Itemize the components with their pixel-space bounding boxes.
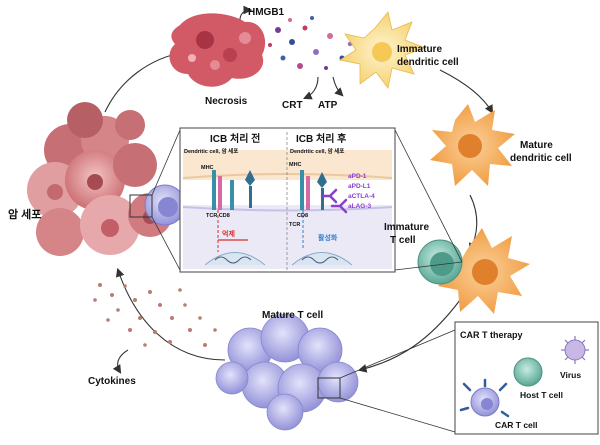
icb-after-subtitle: Dendritic cell, 암 세포 <box>290 147 344 155</box>
arrow-hmgb1 <box>239 5 253 21</box>
cancer-cell-label: 암 세포 <box>8 207 41 221</box>
mhc-right-label: MHC <box>289 162 302 168</box>
suppress-label: 억제 <box>222 229 235 238</box>
damp-particles <box>268 16 353 70</box>
mature-dc-label-line1: Mature <box>520 140 553 151</box>
car-t-cell-label: CAR T cell <box>495 420 538 430</box>
cytokine-dots <box>93 283 217 347</box>
mature-dc-label-line2: dendritic cell <box>510 153 572 164</box>
car-t-cell <box>459 378 510 418</box>
immature-t-label-line2: T cell <box>390 235 416 246</box>
immature-dendritic-cell <box>338 11 427 89</box>
arrow-idc-to-mdc <box>439 69 494 114</box>
mature-dendritic-cell <box>430 104 515 186</box>
arrow-atp <box>332 76 344 97</box>
tumor-mass <box>27 102 186 256</box>
necrosis-cell <box>169 13 266 87</box>
tcr-right-label: TCR <box>289 222 300 228</box>
immature-dc-label-line1: Immature <box>397 44 442 55</box>
car-t-panel: CAR T therapy Virus Host T cell CAR T ce… <box>454 321 599 435</box>
host-t-cell <box>513 357 543 387</box>
cytokines-label: Cytokines <box>88 376 136 387</box>
arrow-mature-to-tumor <box>115 267 226 361</box>
icb-before-title: ICB 처리 전 <box>210 132 260 145</box>
host-t-cell-label: Host T cell <box>520 390 563 400</box>
virus-icon <box>561 336 589 364</box>
crt-label: CRT <box>282 100 303 111</box>
zoom-lines <box>151 129 463 433</box>
immature-t-label-line1: Immature <box>384 222 429 233</box>
icb-before-subtitle: Dendritic cell, 암 세포 <box>184 147 238 155</box>
arrow-cytokines <box>112 349 129 374</box>
icb-panel: ICB 처리 전 ICB 처리 후 Dendritic cell, 암 세포 D… <box>179 127 396 273</box>
mature-t-cell-cluster <box>215 313 359 431</box>
immature-t-cell <box>417 239 463 285</box>
virus-label: Virus <box>560 370 581 380</box>
car-t-title: CAR T therapy <box>460 330 523 340</box>
activate-label: 활성화 <box>318 233 338 242</box>
arrow-crt <box>302 76 319 100</box>
drug-3: aCTLA-4 <box>348 193 375 200</box>
drug-1: aPD-1 <box>348 173 367 180</box>
antibody-drugs <box>320 188 348 214</box>
arrow-tcell-to-mature <box>357 299 461 373</box>
atp-label: ATP <box>318 100 338 111</box>
drug-4: aLAG-3 <box>348 203 372 210</box>
hmgb1-label: HMGB1 <box>248 7 285 18</box>
tcr-cd8-left-label: TCR CD8 <box>206 213 230 219</box>
immature-dc-label-line2: dendritic cell <box>397 57 459 68</box>
mature-t-label: Mature T cell <box>262 310 323 321</box>
necrosis-label: Necrosis <box>205 96 248 107</box>
cd8-right-label: CD8 <box>297 213 308 219</box>
mature-dendritic-cell-lower <box>438 228 530 314</box>
mhc-left-label: MHC <box>201 165 214 171</box>
icb-after-title: ICB 처리 후 <box>296 132 346 145</box>
drug-2: aPD-L1 <box>348 183 371 190</box>
